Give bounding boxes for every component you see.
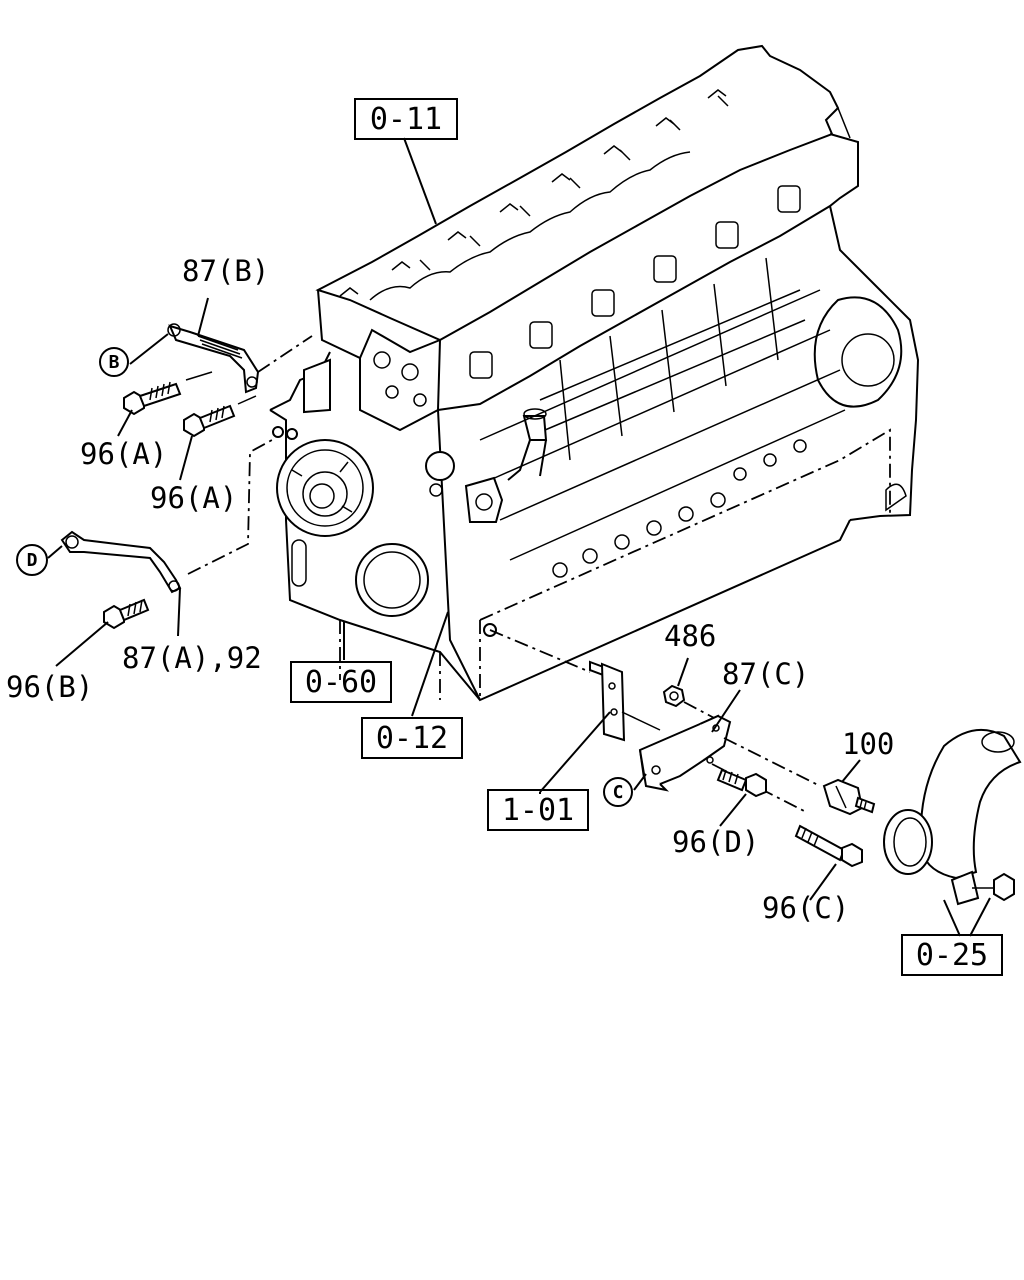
engine-block xyxy=(269,44,920,702)
bolt-96b xyxy=(103,598,150,630)
label-87c: 87(C) xyxy=(722,657,809,691)
label-100: 100 xyxy=(842,727,894,761)
ref-label-0-12: 0-12 xyxy=(376,721,448,756)
label-96c: 96(C) xyxy=(762,891,849,925)
ref-label-0-60: 0-60 xyxy=(305,665,377,700)
label-96d: 96(D) xyxy=(672,825,759,859)
ref-label-1-01: 1-01 xyxy=(502,793,574,828)
ref-label-0-25: 0-25 xyxy=(916,938,988,973)
sensor-100 xyxy=(822,778,876,816)
bolt-96c xyxy=(794,824,863,868)
bolt-96a-upper xyxy=(123,381,182,416)
marker-d-label: D xyxy=(27,550,38,571)
marker-d: D xyxy=(16,544,48,576)
ref-box-0-25: 0-25 xyxy=(901,934,1003,976)
ref-box-0-11: 0-11 xyxy=(354,98,458,140)
marker-b: B xyxy=(99,347,129,377)
label-96a-upper: 96(A) xyxy=(80,437,167,471)
stud-plate-1-01 xyxy=(589,660,626,742)
marker-c-label: C xyxy=(613,782,624,803)
bolt-96d xyxy=(716,768,767,798)
label-96a-lower: 96(A) xyxy=(150,481,237,515)
hose-0-25 xyxy=(883,729,1022,906)
crank-pulley xyxy=(276,439,374,537)
marker-c: C xyxy=(603,777,633,807)
bolt-96a-lower xyxy=(183,404,236,438)
label-96b: 96(B) xyxy=(6,670,93,704)
nut-486 xyxy=(662,684,686,708)
ref-label-0-11: 0-11 xyxy=(370,102,442,137)
label-87b: 87(B) xyxy=(182,254,269,288)
bracket-87b xyxy=(167,323,260,394)
ref-box-0-60: 0-60 xyxy=(290,661,392,703)
label-486: 486 xyxy=(664,619,716,653)
ref-box-1-01: 1-01 xyxy=(487,789,589,831)
ref-box-0-12: 0-12 xyxy=(361,717,463,759)
label-87a-92: 87(A),92 xyxy=(122,641,262,675)
bracket-87a xyxy=(60,530,182,594)
marker-b-label: B xyxy=(109,352,120,373)
bracket-87c xyxy=(638,714,732,792)
